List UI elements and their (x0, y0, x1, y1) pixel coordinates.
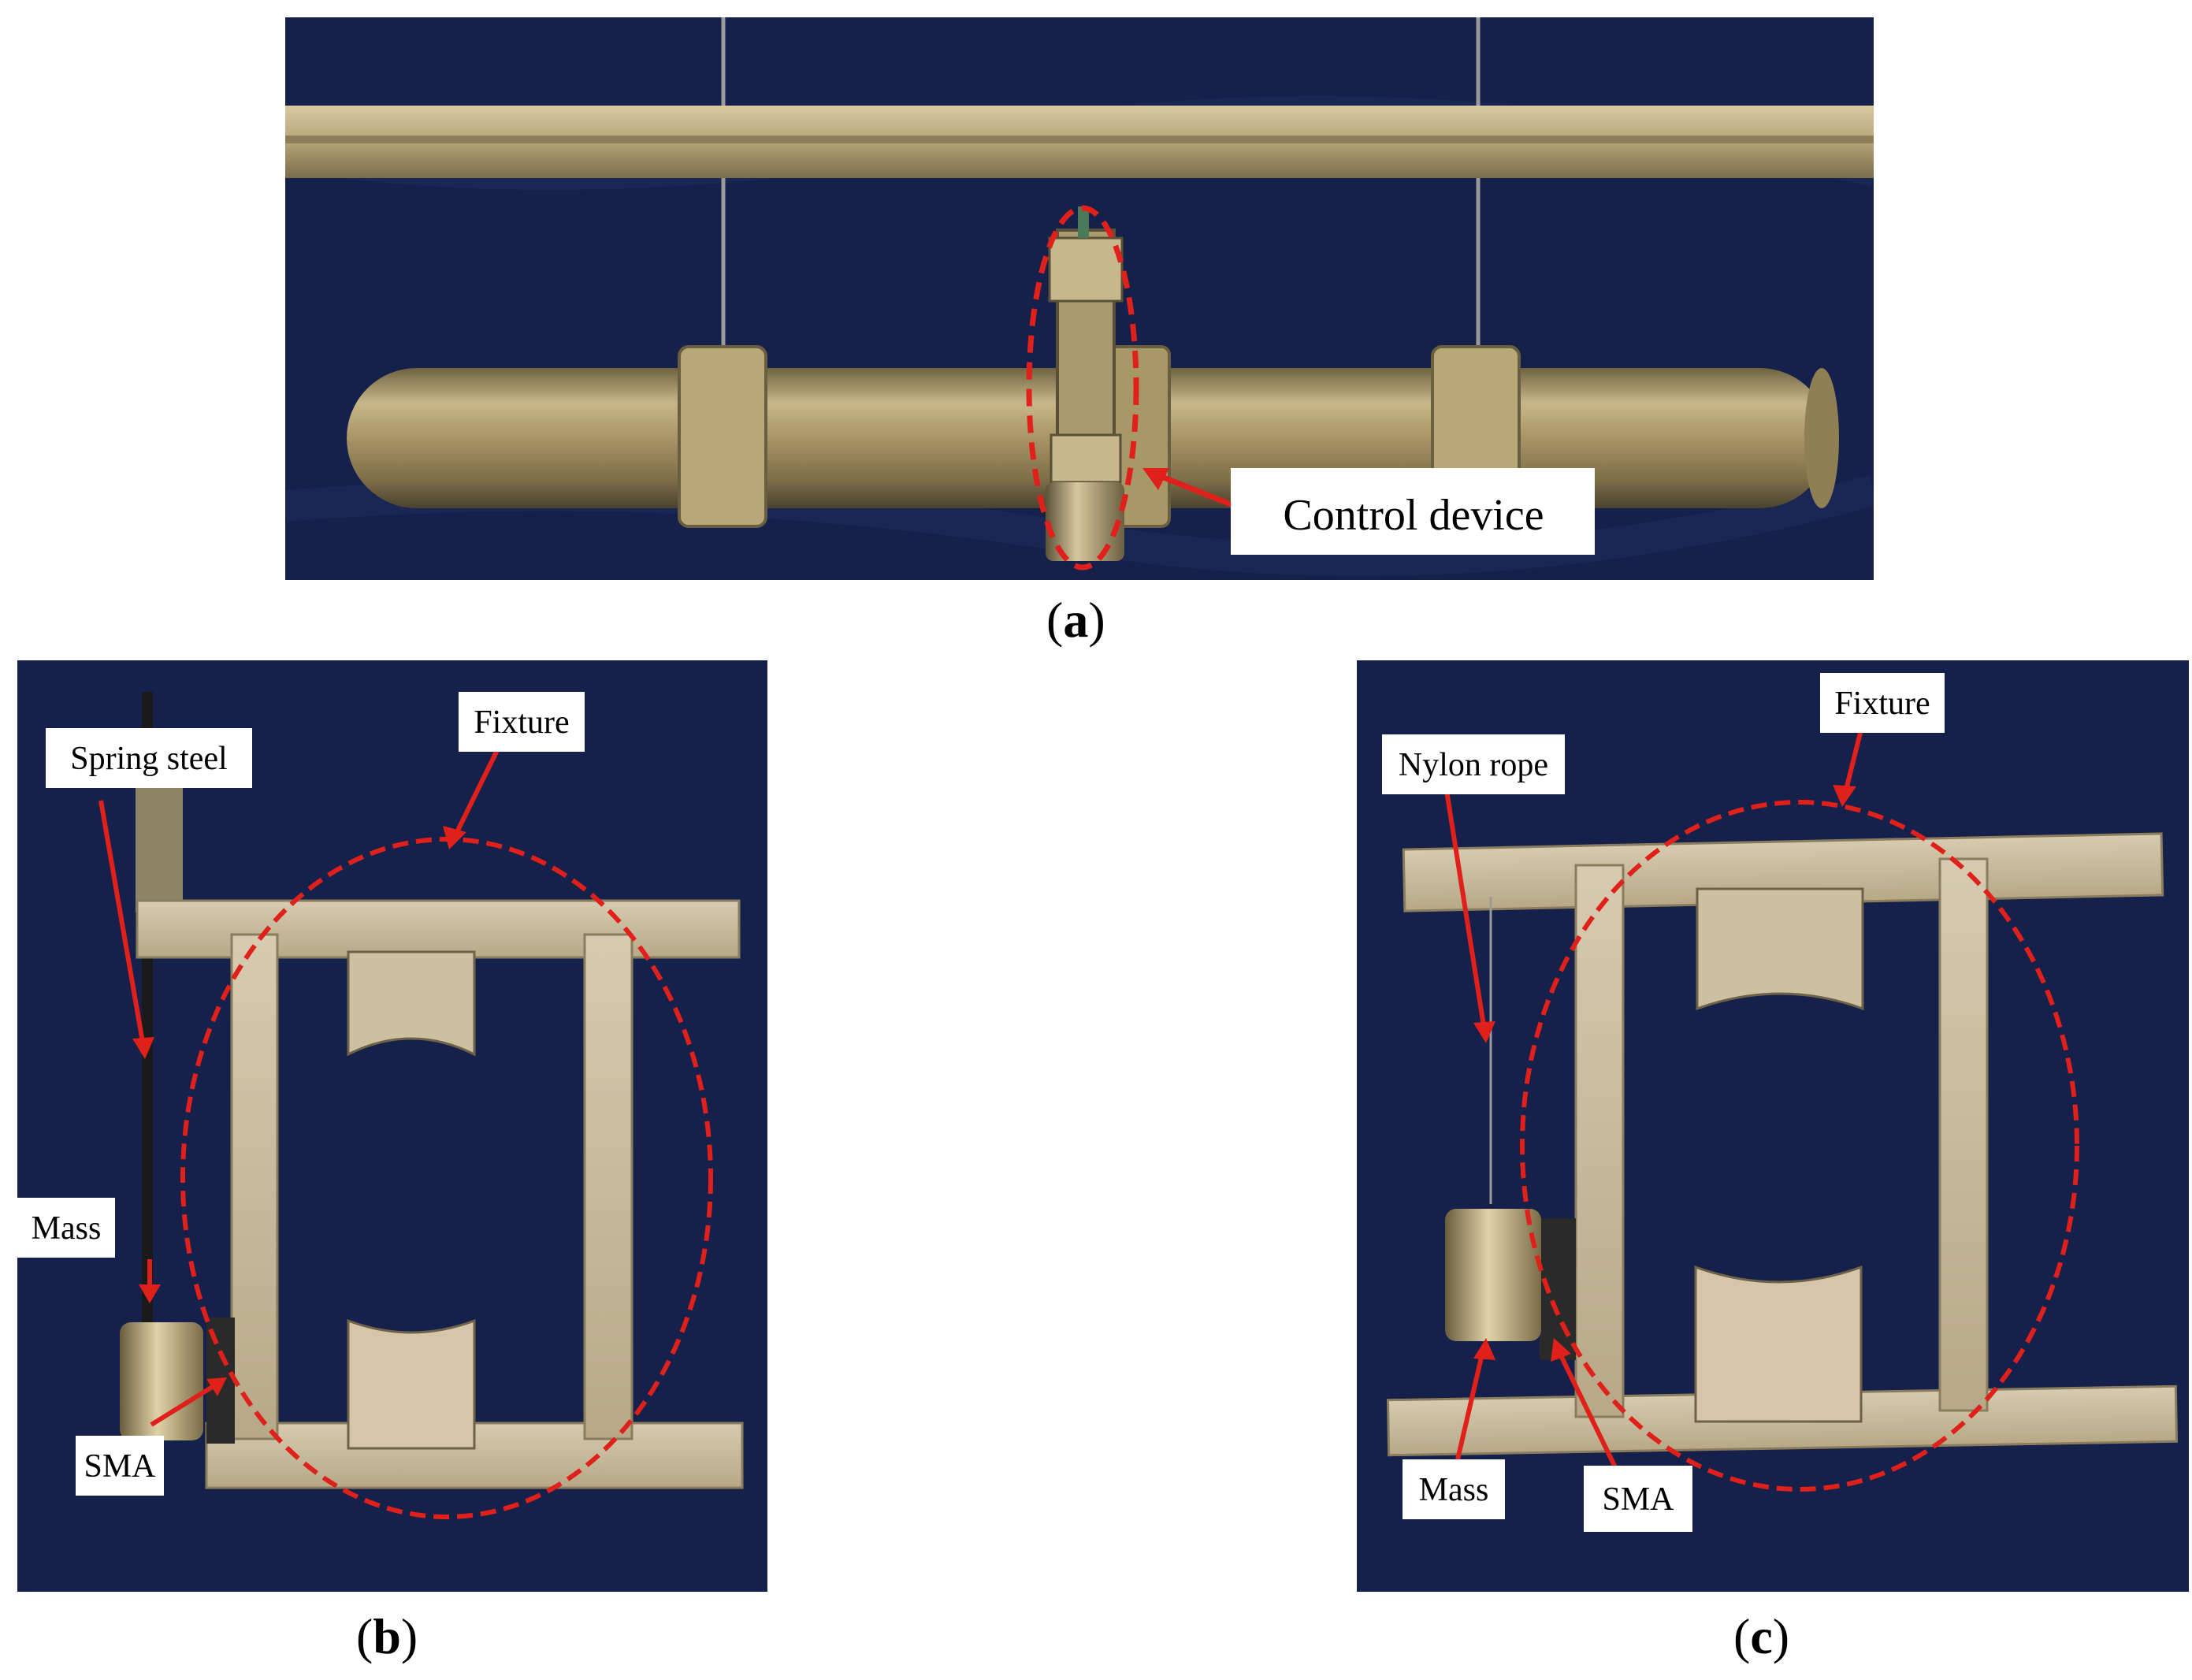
nylon-rope-label: Nylon rope (1399, 747, 1548, 783)
sma-label-c: SMA (1602, 1481, 1674, 1518)
fixture-nylon-rope-photo: Nylon rope Fixture Mass SMA (1382, 673, 2179, 1532)
fixture-label-b: Fixture (474, 704, 569, 741)
caption-a: (a) (1046, 592, 1105, 648)
fixture-spring-steel-photo: Spring steel Fixture Mass SMA (17, 692, 744, 1519)
control-device-label: Control device (1283, 491, 1544, 540)
fixture-ellipse-c (1520, 800, 2079, 1492)
control-device-ellipse (1026, 205, 1139, 571)
pipe-photo: Control device (285, 17, 1874, 577)
sma-label-b: SMA (84, 1448, 156, 1485)
mass-label-b: Mass (32, 1210, 102, 1247)
caption-c: (c) (1733, 1608, 1790, 1664)
photo-panel-a: Control device (285, 17, 1874, 580)
caption-b: (b) (356, 1608, 418, 1664)
photo-panel-c: Nylon rope Fixture Mass SMA (1357, 660, 2189, 1592)
mass-label-c: Mass (1419, 1472, 1489, 1508)
photo-panel-b: Spring steel Fixture Mass SMA (17, 660, 767, 1592)
fixture-label-c: Fixture (1834, 686, 1930, 722)
spring-steel-label: Spring steel (70, 741, 227, 777)
